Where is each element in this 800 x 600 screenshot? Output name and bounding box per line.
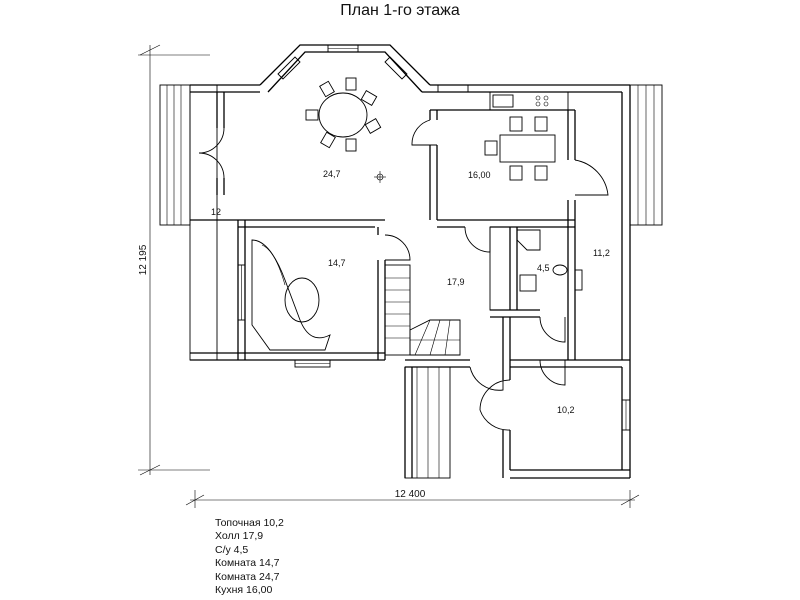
doors <box>198 119 609 431</box>
corner-sofa <box>251 239 331 351</box>
dimension-width-label: 12 400 <box>395 489 426 500</box>
plan-title: План 1-го этажа <box>340 2 460 19</box>
dimension-height-label: 12 195 <box>138 244 149 275</box>
legend-row: Комната 24,7 <box>215 571 284 584</box>
legend-room-name: Холл <box>215 530 240 543</box>
legend-room-name: Топочная <box>215 517 261 529</box>
terrace-left <box>159 84 191 226</box>
legend-room-area: 4,5 <box>233 543 249 556</box>
legend-row: Холл 17,9 <box>215 530 284 543</box>
legend-row: Комната 14,7 <box>215 557 284 570</box>
interior-walls <box>377 110 576 360</box>
legend-room-area: 24,7 <box>259 570 280 583</box>
room-area-label: 14,7 <box>328 258 346 268</box>
dimension-vertical: 12 195 <box>138 44 210 476</box>
room-area-label: 4,5 <box>537 263 550 273</box>
room-area-label: 24,7 <box>323 169 341 179</box>
dimension-horizontal: 12 400 <box>185 489 640 508</box>
terrace-bottom <box>404 366 451 479</box>
bathroom-fixtures <box>489 226 568 311</box>
staircase <box>384 264 461 356</box>
kitchen-furniture <box>484 91 569 181</box>
ceiling-markers <box>374 171 386 183</box>
terrace-right <box>629 84 663 226</box>
legend-room-name: Комната <box>215 557 257 570</box>
room-area-label: 16,00 <box>468 170 491 180</box>
legend-row: Кухня 16,00 <box>215 584 284 597</box>
legend-room-name: Комната <box>215 570 257 583</box>
windows <box>237 44 631 431</box>
room-area-label: 12 <box>211 207 221 217</box>
legend-room-area: 17,9 <box>242 530 264 543</box>
legend-room-area: 16,00 <box>246 584 273 597</box>
legend-room-area: 10,2 <box>263 517 284 529</box>
room-area-label: 10,2 <box>557 405 575 415</box>
legend-row: Топочная 10,2 <box>215 517 284 530</box>
room-area-label: 17,9 <box>447 277 465 287</box>
legend-room-name: С/у <box>215 543 231 556</box>
legend-room-area: 14,7 <box>259 557 280 570</box>
round-dining-table <box>305 77 382 152</box>
room-area-label: 11,2 <box>593 248 610 258</box>
legend-row: С/у 4,5 <box>215 544 284 557</box>
legend-room-name: Кухня <box>215 584 244 597</box>
